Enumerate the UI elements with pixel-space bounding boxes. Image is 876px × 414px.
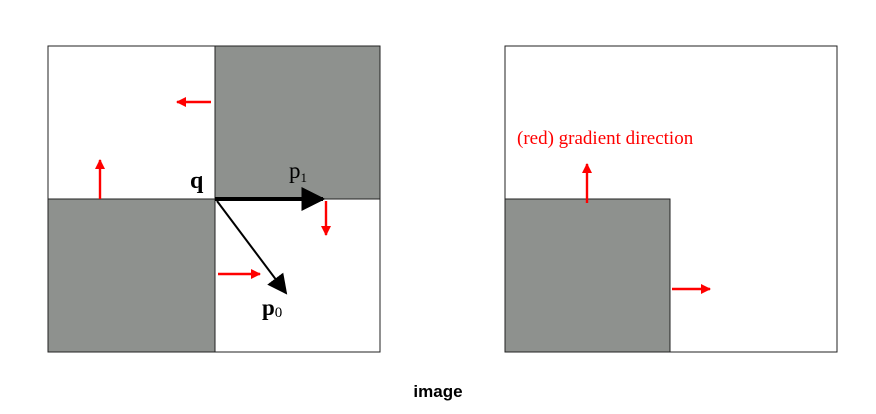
- right-panel: (red) gradient direction: [504, 45, 838, 353]
- corner-gradient-diagram: q p1 p0 (red) gradient direction: [47, 45, 838, 353]
- vector-p0-arrow: [216, 200, 288, 295]
- left-panel: q p1 p0: [47, 45, 381, 353]
- gradient-direction-annotation: (red) gradient direction: [517, 128, 694, 149]
- gray-square-bottom-left: [48, 199, 215, 352]
- vector-p1-label: p1: [289, 158, 307, 185]
- vector-p0-base: p: [262, 295, 275, 320]
- point-q-label: q: [190, 168, 204, 194]
- gray-square-bottom-left-right-panel: [504, 198, 671, 353]
- vector-p0-subscript: 0: [275, 305, 283, 321]
- figure-caption: image: [413, 382, 463, 401]
- left-panel-border: [47, 45, 381, 353]
- vector-p0-label: p0: [262, 295, 282, 321]
- vector-p1-base: p: [289, 158, 301, 183]
- gray-square-top-right: [215, 46, 380, 199]
- vector-p1-subscript: 1: [301, 170, 308, 185]
